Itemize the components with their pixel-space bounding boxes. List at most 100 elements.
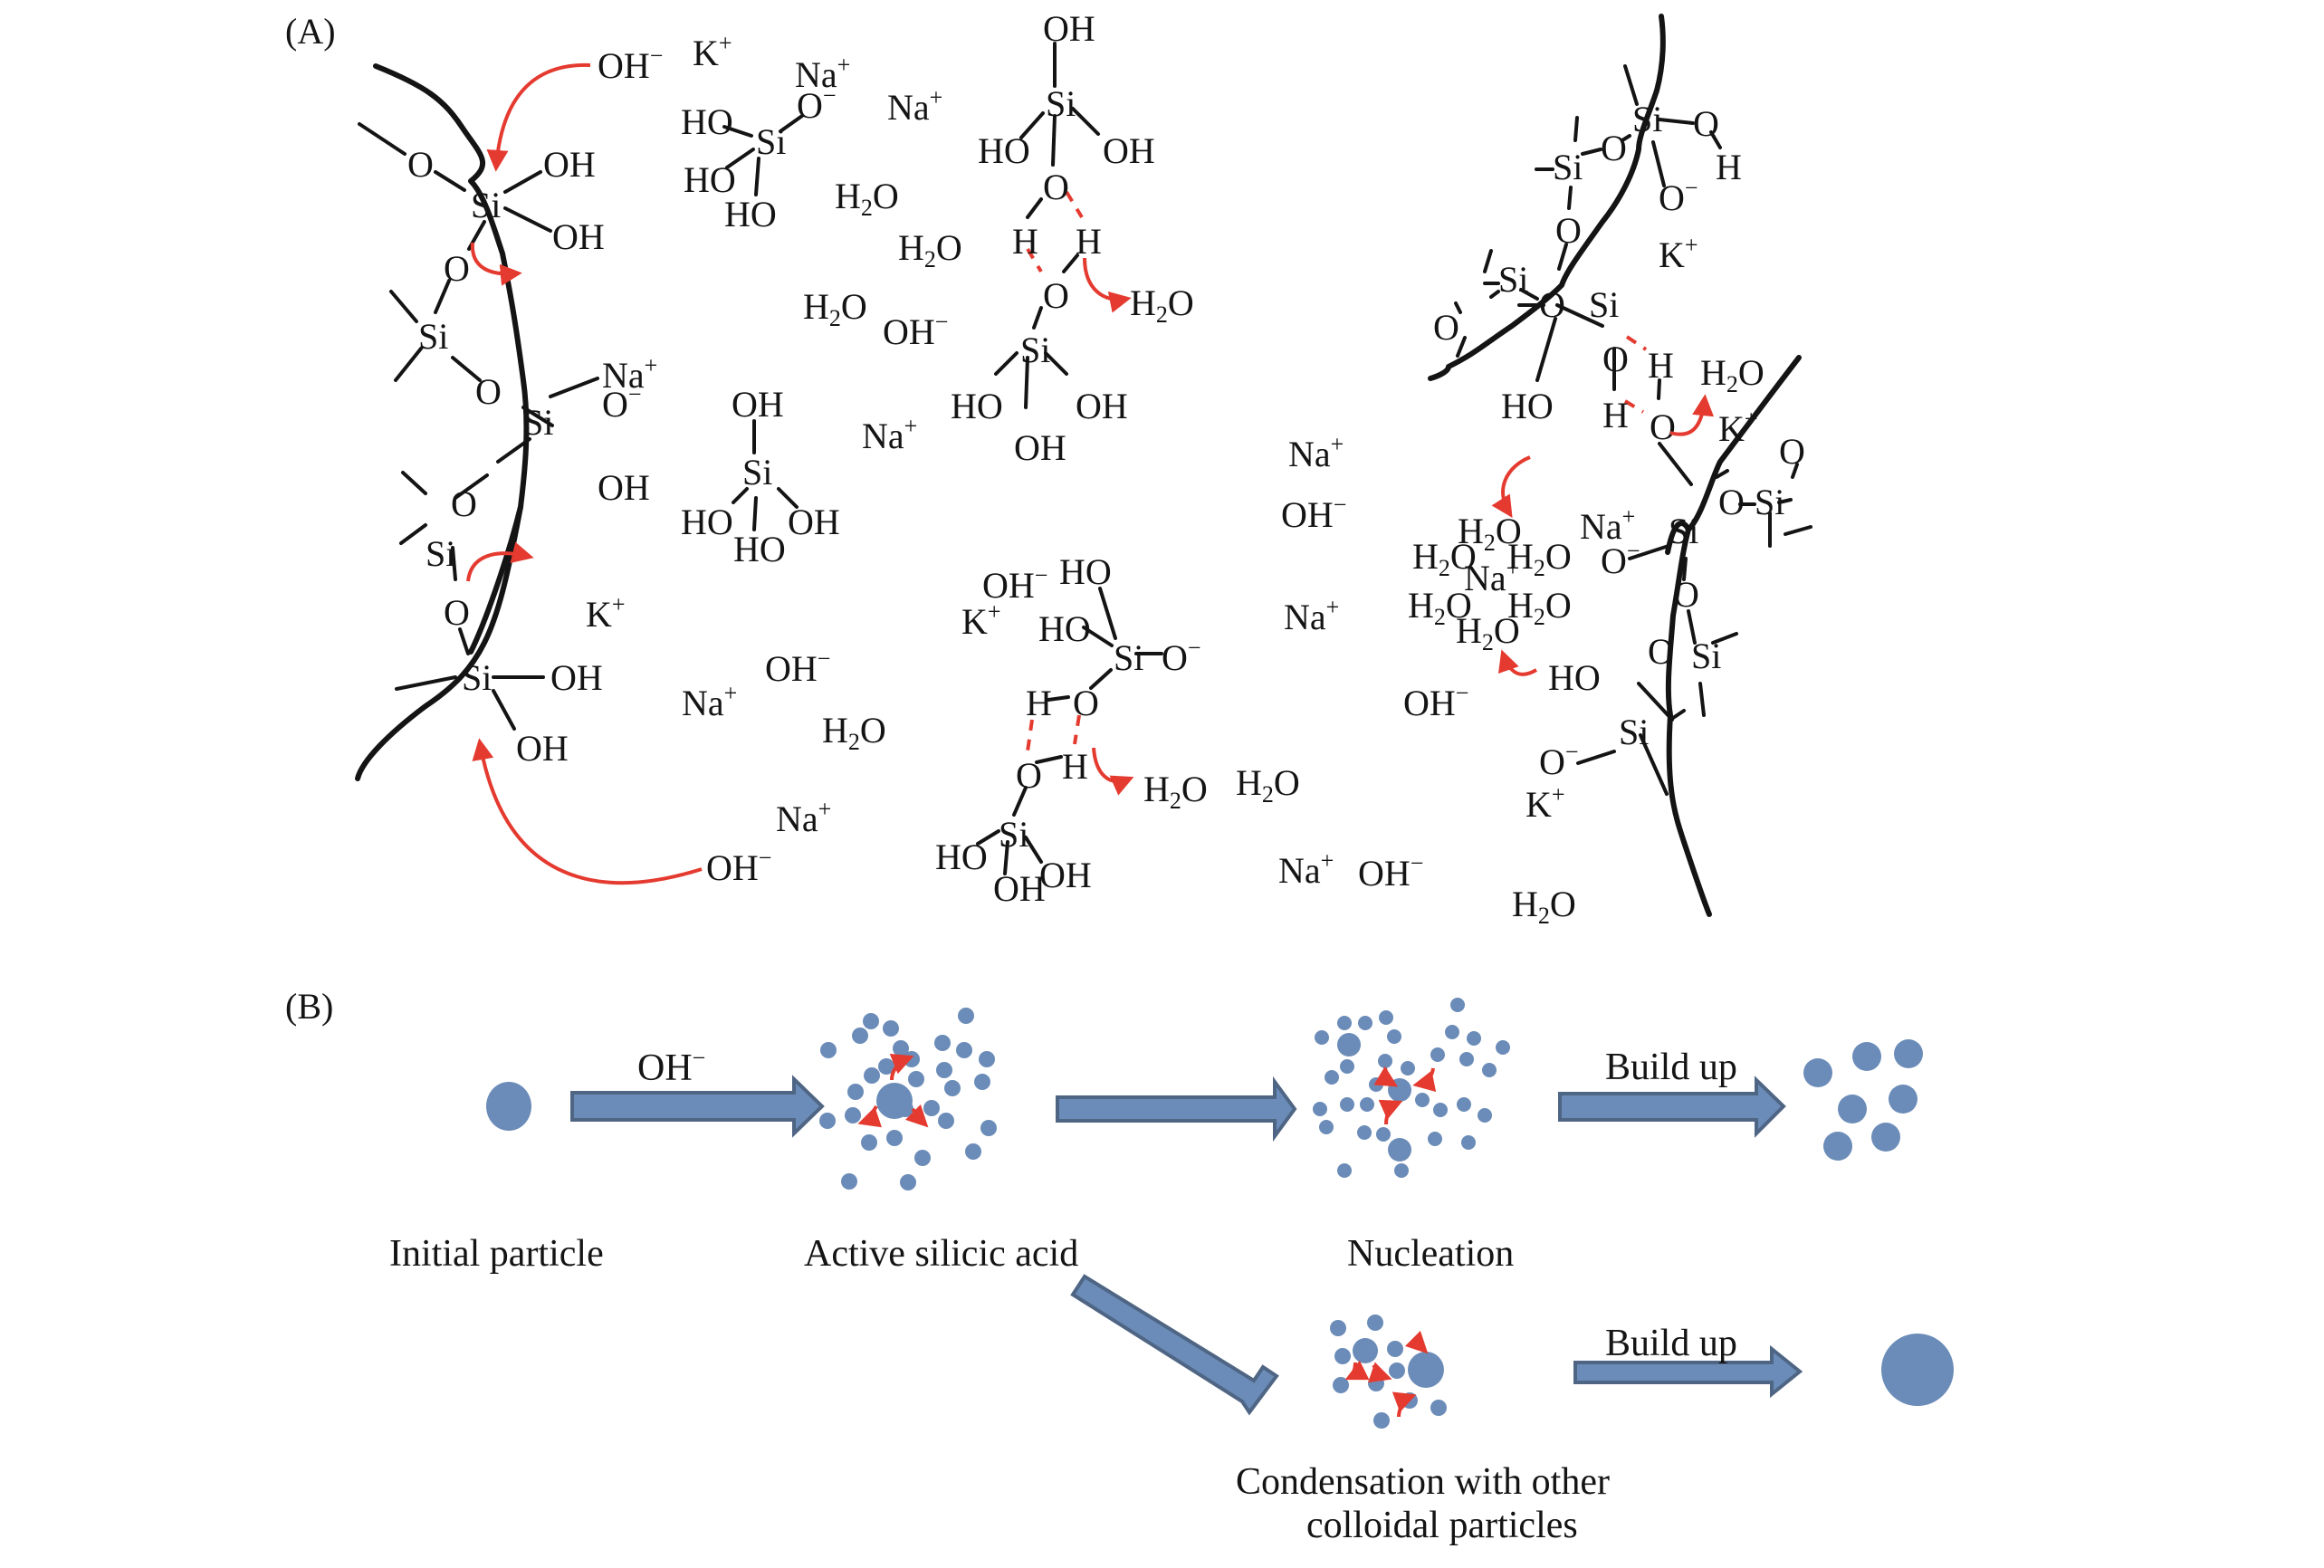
svg-text:O: O: [1043, 167, 1069, 207]
silica-particle: [1467, 1031, 1481, 1046]
silica-particle: [1337, 1016, 1352, 1030]
svg-text:HO: HO: [724, 194, 777, 234]
grown-particle: [1803, 1058, 1832, 1087]
svg-text:Si: Si: [1498, 259, 1528, 300]
svg-text:Si: Si: [523, 402, 553, 443]
svg-text:Si: Si: [1632, 99, 1662, 139]
panel-a-label: (A): [285, 11, 336, 52]
svg-text:K+: K+: [961, 598, 1001, 642]
condensation-cluster: [1330, 1315, 1447, 1429]
svg-text:Si: Si: [742, 452, 772, 492]
svg-text:HO: HO: [1059, 551, 1112, 592]
svg-text:OH: OH: [598, 467, 650, 508]
colloidal-particle: [1353, 1338, 1378, 1363]
grown-particle: [1894, 1039, 1923, 1068]
svg-text:O: O: [1555, 210, 1582, 251]
svg-text:Si: Si: [1020, 330, 1050, 370]
svg-text:H2O: H2O: [1456, 610, 1520, 655]
silica-particle: [1376, 1127, 1391, 1142]
svg-text:H2O: H2O: [1130, 282, 1194, 328]
stage-label-active-silicic-acid: Active silicic acid: [804, 1233, 1078, 1275]
silica-particle: [852, 1028, 868, 1044]
svg-text:OH−: OH−: [765, 645, 830, 689]
silica-particle: [1387, 1341, 1403, 1357]
svg-text:Na+: Na+: [795, 52, 850, 95]
silica-particle: [1401, 1061, 1415, 1076]
silanol-condensation-bottom: HO HO Si O− O H O H Si HO OH OH H2O: [935, 551, 1208, 909]
svg-text:HO: HO: [978, 130, 1030, 171]
svg-text:O: O: [1602, 339, 1629, 379]
svg-text:H2O: H2O: [1700, 352, 1765, 397]
solution-ions-middle: K+ Na+ H2O H2O H2O OH− Na+ OH− K+ OH− Na…: [682, 30, 1047, 839]
svg-text:OH: OH: [543, 144, 596, 185]
svg-text:OH: OH: [1103, 130, 1155, 171]
svg-text:O: O: [1718, 482, 1745, 522]
condensation-arrow: [1367, 1362, 1392, 1383]
svg-text:Si: Si: [1669, 511, 1698, 551]
svg-text:HO: HO: [684, 159, 736, 200]
svg-text:Si: Si: [1114, 637, 1143, 678]
svg-text:O: O: [1693, 103, 1719, 144]
silica-particle: [1325, 1070, 1339, 1085]
silica-particle: [923, 1100, 940, 1116]
silica-particle: [956, 1042, 972, 1058]
silica-particle: [883, 1020, 899, 1037]
silica-particle: [1369, 1077, 1383, 1092]
svg-text:HO: HO: [1548, 657, 1601, 698]
active-silicic-acid-cluster: [819, 1008, 997, 1190]
silica-particle: [979, 1051, 995, 1067]
svg-text:Na+: Na+: [862, 413, 917, 456]
svg-text:Si: Si: [999, 814, 1028, 855]
grown-particle: [1852, 1042, 1881, 1071]
build-up-label-top: Build up: [1605, 1047, 1737, 1088]
svg-text:Si: Si: [462, 657, 492, 698]
silica-particle: [1459, 1052, 1474, 1066]
silica-particle: [861, 1134, 877, 1151]
svg-text:H2O: H2O: [835, 176, 899, 221]
svg-text:Si: Si: [471, 185, 501, 225]
silica-particle: [1340, 1059, 1354, 1074]
svg-text:H2O: H2O: [803, 286, 867, 331]
silica-particle: [965, 1143, 981, 1160]
svg-text:Na+: Na+: [1580, 503, 1635, 547]
svg-text:O−: O−: [1162, 635, 1201, 678]
silica-particle: [1415, 1093, 1430, 1107]
svg-text:Si: Si: [418, 316, 448, 357]
svg-text:Si: Si: [1619, 712, 1649, 752]
dissolution-arrow: [889, 1053, 914, 1081]
silica-particle: [1387, 1029, 1401, 1044]
silica-particle: [1379, 1010, 1393, 1025]
svg-text:H2O: H2O: [1143, 769, 1208, 814]
right-silica-atoms: Si O H O− O Si O Si O Si O K+ O H HO H O…: [1433, 99, 1805, 825]
svg-text:H2O: H2O: [1408, 585, 1472, 630]
svg-text:Na+: Na+: [776, 796, 831, 839]
svg-text:OH−: OH−: [1403, 680, 1468, 723]
right-silica-bonds: [1454, 64, 1812, 796]
nucleation-cluster: [1313, 998, 1510, 1178]
svg-text:OH−: OH−: [1281, 492, 1346, 535]
svg-text:OH: OH: [1014, 427, 1066, 468]
silica-particle: [944, 1080, 961, 1096]
left-silica-atoms: O Si OH OH O Si O Si Na+ O− OH O Si O Si…: [407, 144, 657, 769]
svg-text:O: O: [1779, 431, 1805, 472]
silica-particle: [1428, 1132, 1442, 1146]
silica-particle: [958, 1008, 974, 1024]
svg-text:Si: Si: [756, 121, 786, 162]
silica-particle: [1334, 1348, 1351, 1364]
silica-particle: [1333, 1377, 1349, 1393]
silica-particle: [1367, 1315, 1383, 1331]
silica-particle: [1315, 1030, 1329, 1045]
final-large-particle: [1881, 1334, 1954, 1406]
svg-text:H: H: [1716, 147, 1742, 187]
silica-particle: [1457, 1097, 1471, 1112]
panel-b-label: (B): [285, 986, 333, 1027]
silica-particle: [886, 1130, 903, 1146]
silica-particle: [1358, 1016, 1372, 1030]
svg-text:O−: O−: [1659, 175, 1698, 218]
svg-text:Na+: Na+: [1464, 555, 1519, 598]
silica-particle: [1330, 1320, 1346, 1336]
svg-text:Si: Si: [1553, 147, 1583, 187]
svg-text:H2O: H2O: [822, 710, 886, 755]
dissolution-arrow: [857, 1104, 883, 1128]
svg-text:OH: OH: [1039, 855, 1092, 895]
